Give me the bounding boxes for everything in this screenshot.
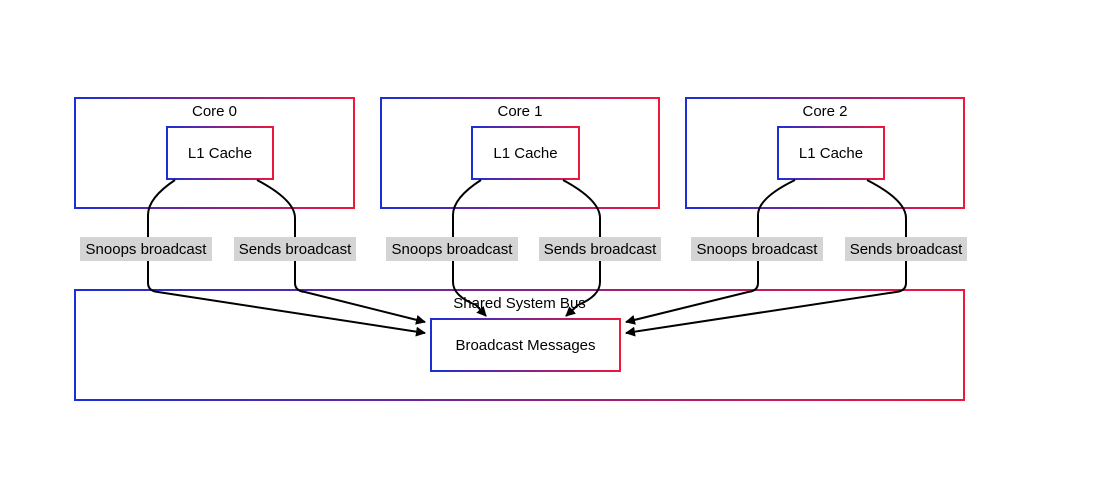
edge-label-bg	[80, 237, 212, 261]
edge-label-bg	[539, 237, 661, 261]
edge-label-bg	[691, 237, 823, 261]
core-2-send-edge	[625, 179, 907, 337]
core-1-l1-cache-box	[471, 126, 580, 180]
core-2-l1-cache-box	[777, 126, 885, 180]
core-1-snoop-edge	[452, 179, 487, 317]
edge-label-bg	[234, 237, 356, 261]
shared-system-bus: Shared System Bus Broadcast Messages	[74, 289, 965, 401]
core-0-l1-cache-label: L1 Cache	[188, 145, 252, 162]
edge-label-bg	[845, 237, 967, 261]
broadcast-messages-box	[430, 318, 621, 372]
core-0-box	[74, 97, 355, 209]
core-2-send-label: Sends broadcast	[850, 241, 963, 258]
core-0-send-label: Sends broadcast	[239, 241, 352, 258]
core-1: Core 1 L1 Cache	[380, 97, 660, 209]
core-1-send-edge	[562, 179, 601, 317]
core-1-l1-cache-label: L1 Cache	[493, 145, 557, 162]
core-0-snoop-label: Snoops broadcast	[86, 241, 208, 258]
core-0-send-edge	[256, 179, 426, 325]
core-0-l1-cache-box	[166, 126, 274, 180]
core-2-snoop-edge	[625, 179, 796, 325]
edge-label-bg	[386, 237, 518, 261]
core-2-box	[685, 97, 965, 209]
bus-box	[74, 289, 965, 401]
core-1-title: Core 1	[497, 103, 542, 120]
core-1-box	[380, 97, 660, 209]
core-2-title: Core 2	[802, 103, 847, 120]
core-1-snoop-label: Snoops broadcast	[392, 241, 514, 258]
broadcast-messages-label: Broadcast Messages	[455, 337, 595, 354]
core-1-send-label: Sends broadcast	[544, 241, 657, 258]
core-2: Core 2 L1 Cache	[685, 97, 965, 209]
core-0: Core 0 L1 Cache	[74, 97, 355, 209]
core-2-snoop-label: Snoops broadcast	[697, 241, 819, 258]
core-0-snoop-edge	[147, 179, 426, 337]
core-0-title: Core 0	[192, 103, 237, 120]
core-2-l1-cache-label: L1 Cache	[799, 145, 863, 162]
